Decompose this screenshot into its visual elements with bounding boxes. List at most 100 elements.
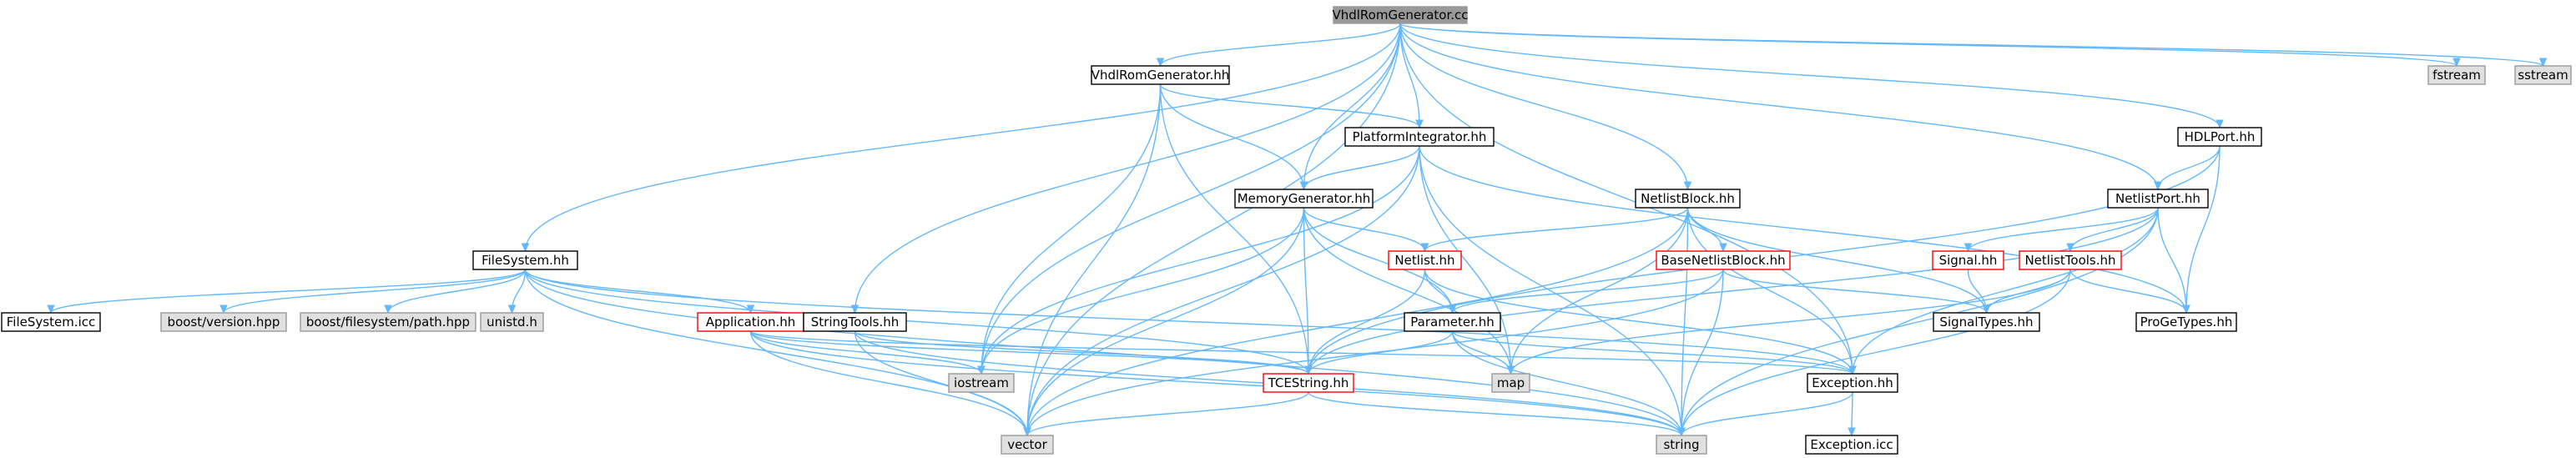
node-box — [948, 373, 1015, 393]
edge-root-to-hdlport — [1399, 23, 2224, 129]
node-box — [2427, 65, 2486, 85]
edge-netlistblock-to-string — [1677, 207, 1689, 437]
node-box — [2514, 65, 2572, 85]
edge-basenetlist-to-parameter — [1448, 269, 1724, 315]
node-box — [472, 250, 578, 270]
node-label: map — [1497, 375, 1525, 390]
node-box — [1404, 312, 1501, 332]
edge-netlisttools-to-string — [1677, 269, 2071, 437]
node-stringtools[interactable]: StringTools.hh — [803, 312, 907, 332]
node-box — [480, 312, 544, 332]
edge-hdlport-to-netlistport — [2154, 145, 2221, 191]
node-root[interactable]: VhdlRomGenerator.cc — [1332, 6, 1469, 24]
node-label: NetlistBlock.hh — [1641, 191, 1735, 206]
node-netlistblock[interactable]: NetlistBlock.hh — [1635, 189, 1741, 209]
node-box — [1805, 435, 1898, 455]
node-string: string — [1656, 435, 1707, 455]
edge-filesystem_hh-to-boostver — [219, 269, 527, 315]
node-label: Parameter.hh — [1410, 315, 1494, 330]
node-memgen[interactable]: MemoryGenerator.hh — [1234, 189, 1374, 209]
node-box — [1932, 250, 2004, 270]
edge-netlistblock-to-netlist — [1420, 207, 1689, 253]
node-platform[interactable]: PlatformIntegrator.hh — [1344, 127, 1495, 147]
node-box — [1491, 373, 1530, 393]
edge-netlistblock-to-basenetlist — [1686, 207, 1727, 253]
edge-netlistport-to-netlisttools — [2066, 207, 2159, 253]
edge-layer — [47, 23, 2548, 437]
node-label: FileSystem.hh — [481, 253, 569, 268]
node-label: fstream — [2432, 68, 2481, 83]
node-tcestring[interactable]: TCEString.hh — [1263, 373, 1354, 393]
edge-root-to-fstream — [1399, 23, 2461, 68]
node-label: Signal.hh — [1939, 253, 1998, 268]
edge-netlistport-to-signal — [1964, 207, 2159, 253]
edge-filesystem_hh-to-boostfs — [384, 269, 527, 315]
edge-tcestring-to-vector — [1023, 391, 1309, 437]
node-box — [1344, 127, 1495, 147]
edge-exception-to-string — [1677, 391, 1853, 437]
node-filesystem-hh[interactable]: FileSystem.hh — [472, 250, 578, 270]
node-exception[interactable]: Exception.hh — [1807, 373, 1898, 393]
node-vector: vector — [1001, 435, 1054, 455]
node-iostream: iostream — [948, 373, 1015, 393]
node-label: boost/filesystem/path.hpp — [306, 315, 470, 330]
node-box — [2177, 127, 2262, 147]
node-label: VhdlRomGenerator.cc — [1332, 8, 1468, 23]
node-label: iostream — [954, 375, 1009, 390]
node-box — [1263, 373, 1354, 393]
node-netlistport[interactable]: NetlistPort.hh — [2107, 189, 2209, 209]
node-unistd: unistd.h — [480, 312, 544, 332]
edge-vrg_hh-to-memgen — [1159, 83, 1308, 191]
node-label: unistd.h — [486, 315, 537, 330]
node-box — [300, 312, 476, 332]
edge-application-to-tcestring — [749, 330, 1313, 375]
node-box — [1001, 435, 1054, 455]
node-box — [1656, 435, 1707, 455]
node-progetypes[interactable]: ProGeTypes.hh — [2135, 312, 2237, 332]
node-parameter[interactable]: Parameter.hh — [1404, 312, 1501, 332]
edge-stringtools-to-tcestring — [854, 330, 1313, 375]
node-label: string — [1663, 437, 1699, 452]
node-box — [803, 312, 907, 332]
node-box — [160, 312, 287, 332]
node-signal[interactable]: Signal.hh — [1932, 250, 2004, 270]
node-netlisttools[interactable]: NetlistTools.hh — [2019, 250, 2122, 270]
node-box — [1234, 189, 1374, 209]
edge-vrg_hh-to-vector — [1023, 83, 1162, 437]
edge-netlisttools-to-progetypes — [2069, 269, 2190, 315]
node-box — [2135, 312, 2237, 332]
edge-exception-to-exception_icc — [1848, 391, 1856, 437]
node-label: StringTools.hh — [811, 315, 900, 330]
node-boostfs: boost/filesystem/path.hpp — [300, 312, 476, 332]
node-label: BaseNetlistBlock.hh — [1661, 253, 1785, 268]
node-exception-icc[interactable]: Exception.icc — [1805, 435, 1898, 455]
node-netlist[interactable]: Netlist.hh — [1388, 250, 1462, 270]
edge-vrg_hh-to-tcestring — [1159, 83, 1313, 375]
edge-parameter-to-tcestring — [1304, 330, 1454, 375]
node-vrg-hh[interactable]: VhdlRomGenerator.hh — [1091, 65, 1230, 85]
node-label: PlatformIntegrator.hh — [1353, 129, 1487, 144]
node-hdlport[interactable]: HDLPort.hh — [2177, 127, 2262, 147]
node-label: TCEString.hh — [1268, 375, 1349, 390]
edge-filesystem_hh-to-filesystem_icc — [47, 269, 527, 315]
node-filesystem-icc[interactable]: FileSystem.icc — [1, 312, 101, 332]
edge-netlistport-to-progetypes — [2157, 207, 2190, 315]
node-label: MemoryGenerator.hh — [1238, 191, 1371, 206]
node-box — [1091, 65, 1230, 85]
node-label: NetlistTools.hh — [2024, 253, 2115, 268]
edge-parameter-to-exception — [1451, 330, 1857, 375]
node-label: HDLPort.hh — [2185, 129, 2256, 144]
node-fstream: fstream — [2427, 65, 2486, 85]
node-basenetlist[interactable]: BaseNetlistBlock.hh — [1656, 250, 1791, 270]
node-box — [1656, 250, 1791, 270]
node-application[interactable]: Application.hh — [697, 312, 804, 332]
edge-memgen-to-vector — [1023, 207, 1305, 437]
node-box — [1635, 189, 1741, 209]
edge-memgen-to-netlist — [1303, 207, 1429, 253]
edge-netlistblock-to-vector — [1023, 207, 1689, 437]
node-signaltypes[interactable]: SignalTypes.hh — [1933, 312, 2040, 332]
edge-root-to-filesystem_hh — [521, 23, 1401, 253]
node-label: ProGeTypes.hh — [2140, 315, 2233, 330]
edge-platform-to-memgen — [1299, 145, 1420, 191]
